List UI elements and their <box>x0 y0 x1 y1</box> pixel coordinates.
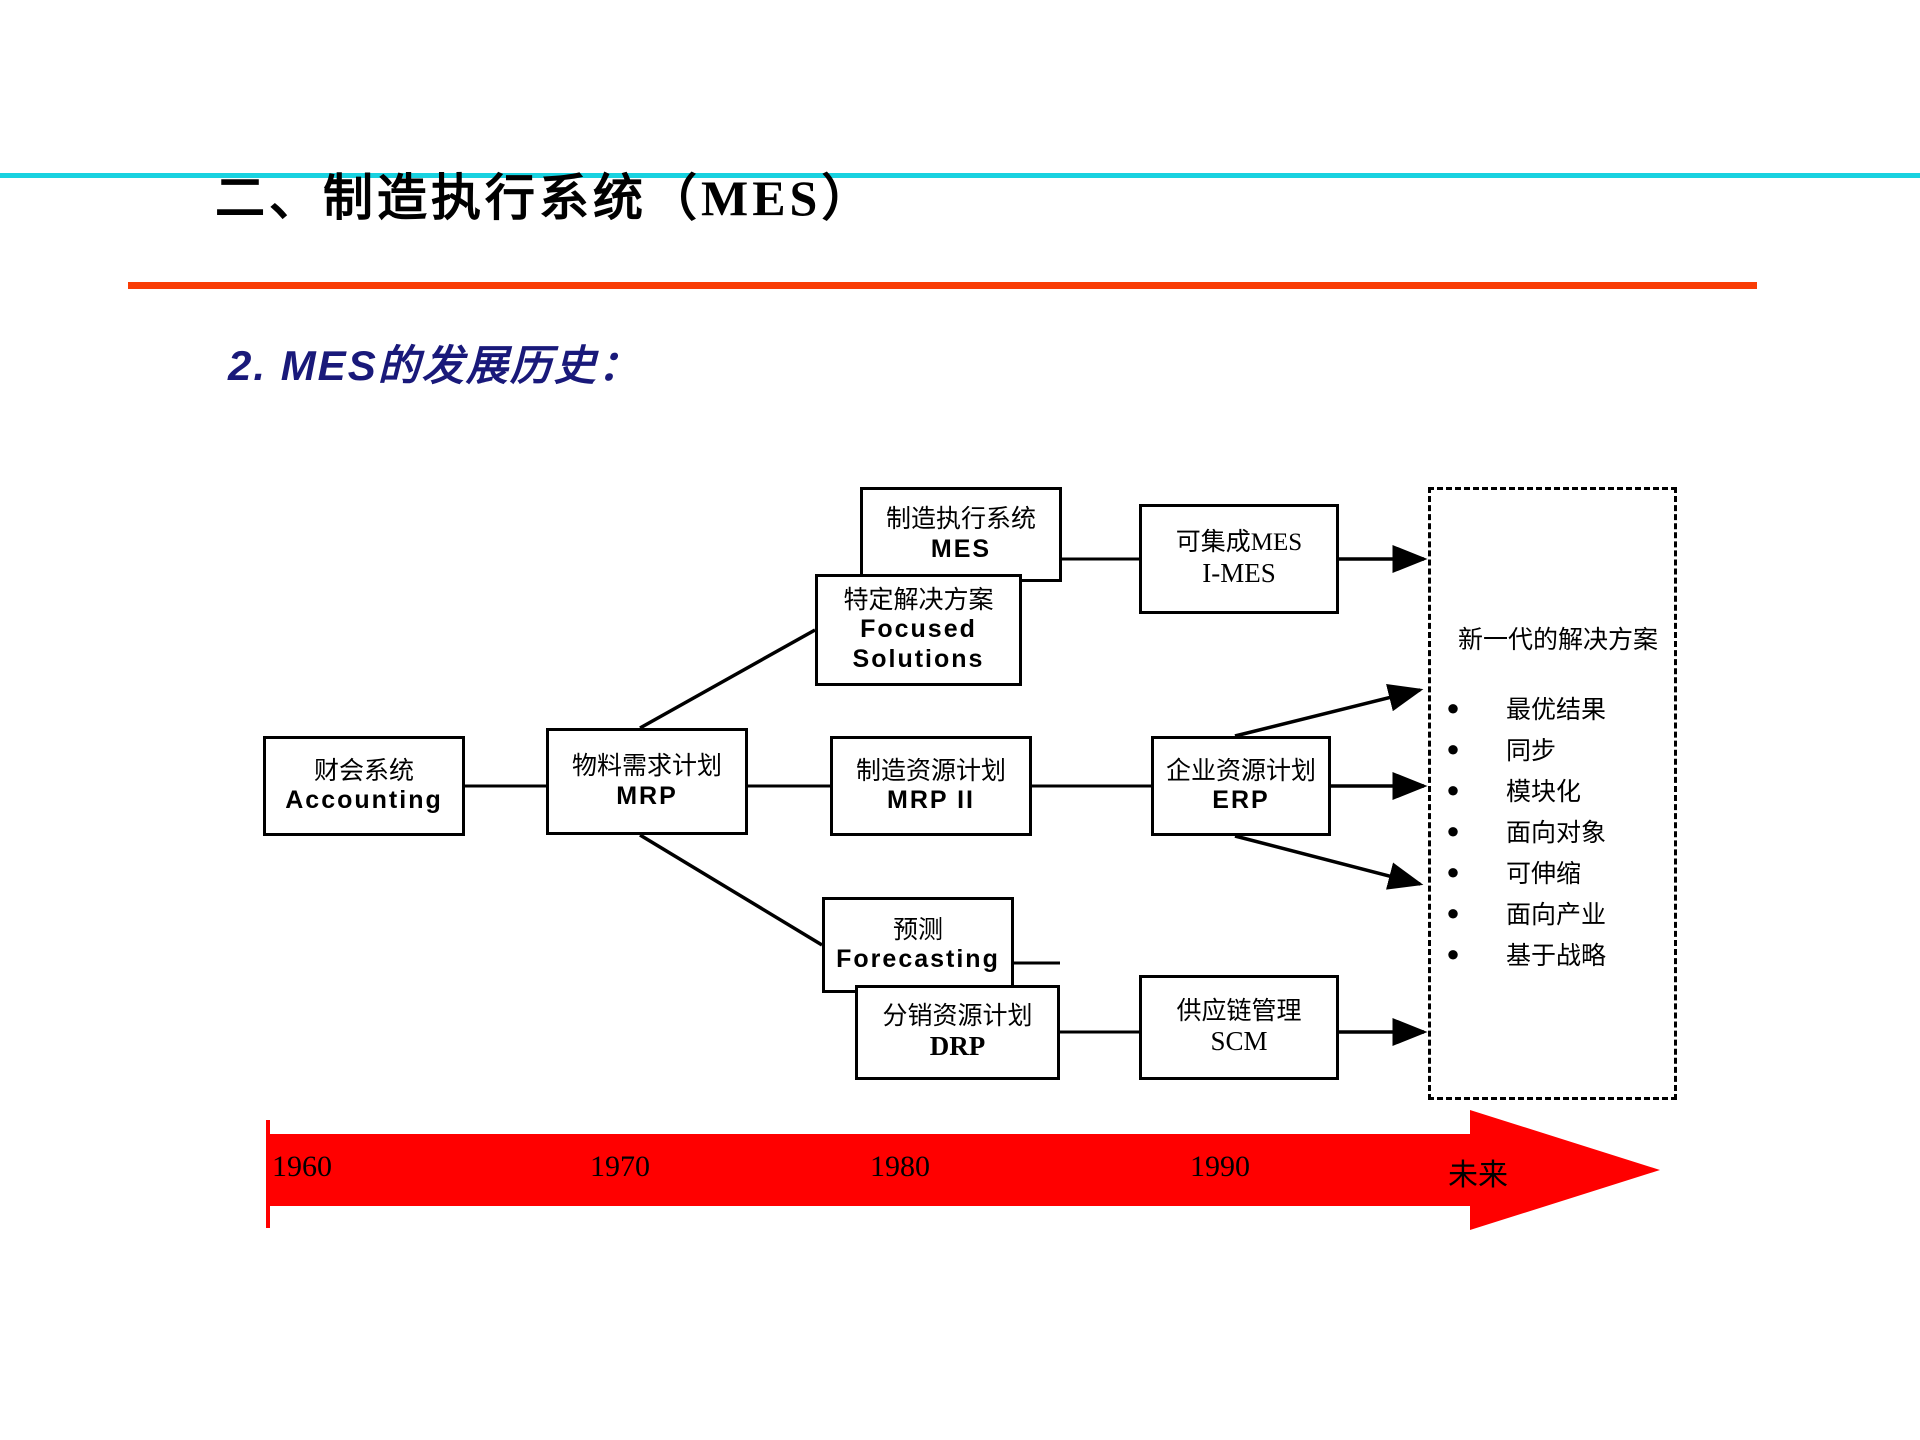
section-subtitle: 2. MES的发展历史： <box>228 342 642 389</box>
node-mes-en: MES <box>930 534 992 563</box>
list-item-label: 同步 <box>1506 737 1557 765</box>
list-item-label: 最优结果 <box>1506 696 1607 724</box>
node-erp-en: ERP <box>1212 786 1270 814</box>
node-scm-cn: 供应链管理 <box>1176 997 1302 1025</box>
node-accounting-cn: 财会系统 <box>313 757 414 785</box>
arrow-erp-panel-lower <box>1234 834 1424 890</box>
panel-heading: 新一代的解决方案 <box>1457 627 1658 654</box>
node-mrp2-cn: 制造资源计划 <box>855 757 1006 785</box>
list-item: ● 最优结果 <box>1440 687 1680 728</box>
bullet-dot-icon: ● <box>1446 735 1460 761</box>
list-item-label: 基于战略 <box>1506 942 1607 970</box>
node-forecasting[interactable]: 预测 Forecasting <box>822 897 1014 993</box>
node-erp-cn: 企业资源计划 <box>1165 757 1316 785</box>
bullet-dot-icon: ● <box>1446 694 1460 720</box>
list-item: ● 基于战略 <box>1440 933 1680 974</box>
list-item: ● 面向对象 <box>1440 810 1680 851</box>
node-mrp[interactable]: 物料需求计划 MRP <box>546 728 748 835</box>
list-item: ● 可伸缩 <box>1440 851 1680 892</box>
timeline-tick-future: 未来 <box>1448 1159 1508 1192</box>
list-item: ● 模块化 <box>1440 769 1680 810</box>
header-red-divider <box>128 282 1757 289</box>
arrow-body <box>268 1110 1660 1230</box>
node-erp[interactable]: 企业资源计划 ERP <box>1151 736 1331 836</box>
timeline-tick-1960: 1960 <box>272 1150 332 1183</box>
node-forecasting-en: Forecasting <box>836 945 1000 973</box>
node-drp-en: DRP <box>929 1031 986 1062</box>
list-item-label: 面向对象 <box>1506 819 1607 847</box>
node-scm[interactable]: 供应链管理 SCM <box>1139 975 1339 1080</box>
arrow-erp-panel-upper <box>1234 684 1424 738</box>
next-generation-panel <box>1428 487 1677 1100</box>
bullet-dot-icon: ● <box>1446 776 1460 802</box>
node-imes[interactable]: 可集成MES I-MES <box>1139 504 1339 614</box>
node-focused-en-line2: Solutions <box>852 644 985 673</box>
node-focused-cn: 特定解决方案 <box>843 586 994 614</box>
bullet-dot-icon: ● <box>1446 817 1460 843</box>
link-mrp-focused <box>639 628 816 730</box>
bullet-dot-icon: ● <box>1446 899 1460 925</box>
list-item-label: 面向产业 <box>1506 901 1607 929</box>
header-cyan-divider <box>0 173 1920 178</box>
page-title: 二、制造执行系统（MES） <box>215 170 876 226</box>
list-item: ● 同步 <box>1440 728 1680 769</box>
node-mes[interactable]: 制造执行系统 MES <box>860 487 1062 582</box>
node-mrp2[interactable]: 制造资源计划 MRP II <box>830 736 1032 836</box>
node-focused-solutions[interactable]: 特定解决方案 Focused Solutions <box>815 574 1022 686</box>
node-mrp2-en: MRP II <box>887 786 975 814</box>
timeline-tick-1990: 1990 <box>1190 1150 1250 1183</box>
timeline-arrow-shape <box>266 1110 1660 1230</box>
panel-bullet-list: ● 最优结果 ● 同步 ● 模块化 ● 面向对象 ● 可伸缩 ● 面向产业 ● … <box>1440 687 1680 974</box>
timeline-tick-1970: 1970 <box>590 1150 650 1183</box>
bullet-dot-icon: ● <box>1446 940 1460 966</box>
node-imes-en: I-MES <box>1202 557 1276 588</box>
node-scm-en: SCM <box>1210 1026 1268 1057</box>
node-forecasting-cn: 预测 <box>892 916 943 944</box>
node-imes-cn: 可集成MES <box>1175 529 1303 557</box>
node-mrp-cn: 物料需求计划 <box>571 753 722 780</box>
node-focused-en-line1: Focused <box>860 615 977 644</box>
bullet-dot-icon: ● <box>1446 858 1460 884</box>
node-mrp-en: MRP <box>616 781 678 810</box>
link-mrp-forecasting <box>639 833 823 947</box>
list-item-label: 模块化 <box>1506 778 1582 806</box>
node-drp-cn: 分销资源计划 <box>882 1002 1033 1030</box>
node-accounting-en: Accounting <box>285 786 443 814</box>
timeline-arrow <box>260 1110 1660 1230</box>
list-item: ● 面向产业 <box>1440 892 1680 933</box>
node-mes-cn: 制造执行系统 <box>885 506 1036 533</box>
node-drp[interactable]: 分销资源计划 DRP <box>855 985 1060 1080</box>
list-item-label: 可伸缩 <box>1506 860 1582 888</box>
timeline-tick-1980: 1980 <box>870 1150 930 1183</box>
node-accounting[interactable]: 财会系统 Accounting <box>263 736 465 836</box>
